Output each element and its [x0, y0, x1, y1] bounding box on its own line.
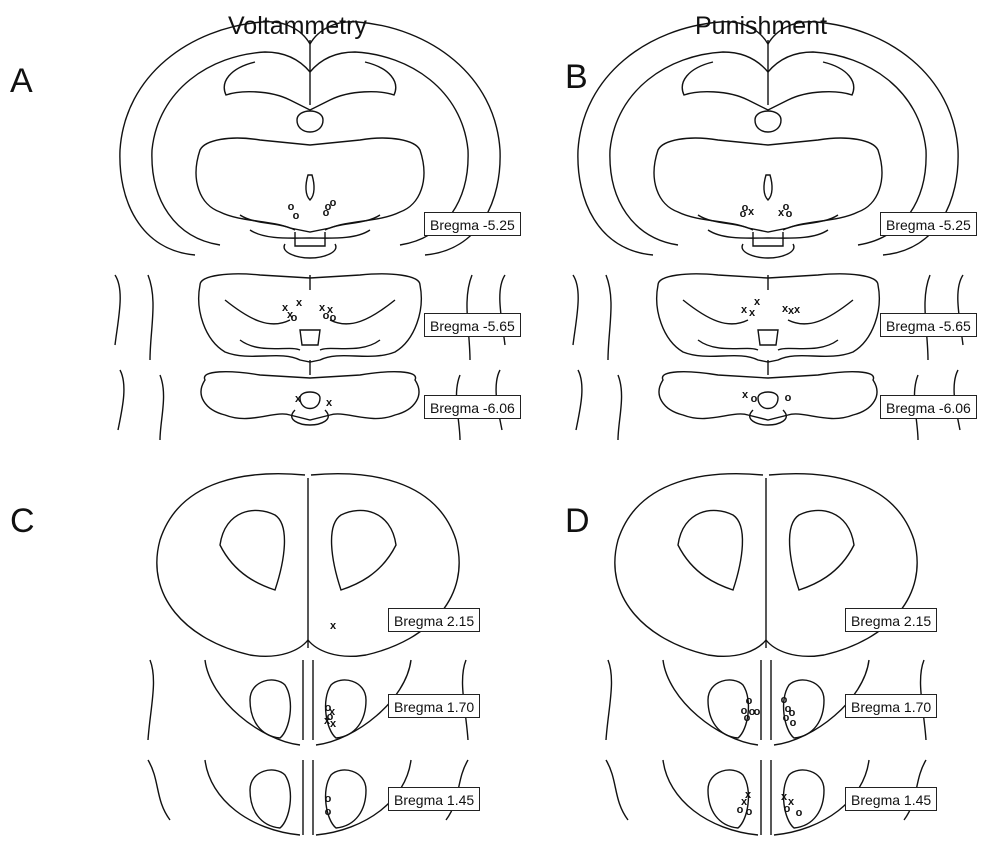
marker-b-x-2: x — [748, 206, 755, 218]
bregma-label-d-2: Bregma 1.70 — [845, 694, 937, 718]
marker-d-o-9: o — [790, 717, 797, 729]
marker-c-x-0: x — [330, 620, 337, 632]
marker-a-o-12: o — [330, 312, 337, 324]
marker-b-o-1: o — [740, 208, 747, 220]
marker-b-o-14: o — [785, 392, 792, 404]
marker-c-o-6: o — [325, 793, 332, 805]
marker-b-o-13: o — [751, 393, 758, 405]
marker-b-x-8: x — [749, 307, 756, 319]
bregma-label-b-3: Bregma -6.06 — [880, 395, 977, 419]
marker-c-x-5: x — [330, 718, 337, 730]
bregma-label-d-1: Bregma 2.15 — [845, 608, 937, 632]
bregma-label-a-1: Bregma -5.25 — [424, 212, 521, 236]
marker-d-o-12: o — [737, 804, 744, 816]
bregma-label-a-2: Bregma -5.65 — [424, 313, 521, 337]
marker-c-o-7: o — [325, 806, 332, 818]
bregma-label-b-2: Bregma -5.65 — [880, 313, 977, 337]
marker-d-x-14: x — [781, 791, 788, 803]
marker-a-o-8: o — [291, 312, 298, 324]
bregma-label-c-1: Bregma 2.15 — [388, 608, 480, 632]
marker-a-o-4: o — [323, 207, 330, 219]
bregma-label-c-3: Bregma 1.45 — [388, 787, 480, 811]
marker-b-o-5: o — [786, 208, 793, 220]
marker-d-o-4: o — [744, 712, 751, 724]
marker-b-x-12: x — [742, 389, 749, 401]
marker-b-x-11: x — [794, 304, 801, 316]
marker-b-x-6: x — [741, 304, 748, 316]
marker-a-o-3: o — [330, 197, 337, 209]
marker-a-x-14: x — [326, 397, 333, 409]
marker-a-o-1: o — [293, 210, 300, 222]
marker-d-o-13: o — [746, 806, 753, 818]
marker-a-x-6: x — [296, 297, 303, 309]
bregma-label-d-3: Bregma 1.45 — [845, 787, 937, 811]
panel-d-sections — [606, 474, 926, 835]
bregma-label-c-2: Bregma 1.70 — [388, 694, 480, 718]
marker-a-x-13: x — [295, 393, 302, 405]
marker-b-x-4: x — [778, 207, 785, 219]
marker-d-o-8: o — [783, 712, 790, 724]
marker-d-o-16: o — [784, 803, 791, 815]
panel-c-sections — [148, 474, 468, 835]
bregma-label-a-3: Bregma -6.06 — [424, 395, 521, 419]
marker-a-o-11: o — [323, 310, 330, 322]
marker-d-o-3: o — [754, 706, 761, 718]
marker-d-o-17: o — [796, 807, 803, 819]
bregma-label-b-1: Bregma -5.25 — [880, 212, 977, 236]
